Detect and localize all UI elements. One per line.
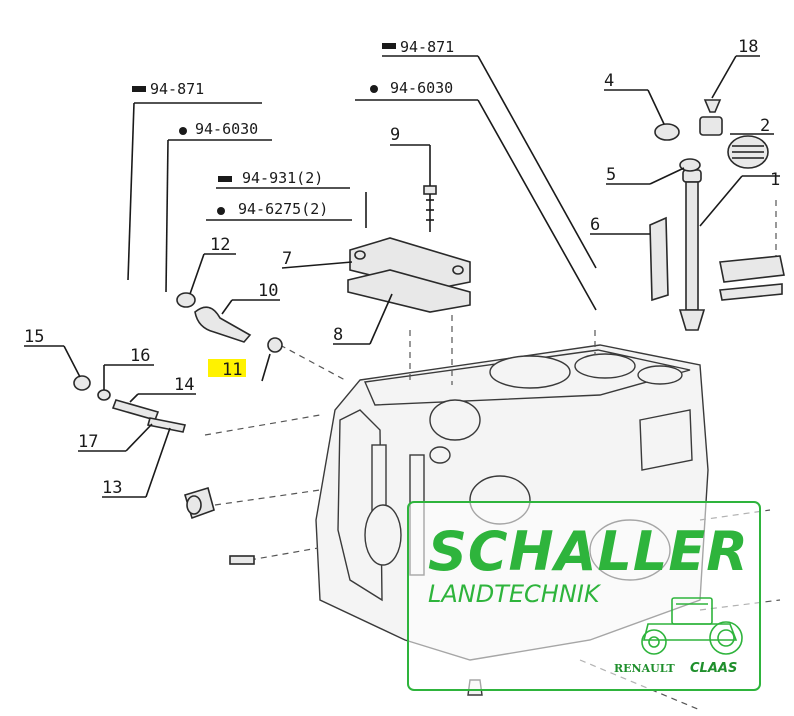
bolt-symbol: [218, 176, 232, 182]
part-label-4: 4: [604, 71, 614, 91]
part-label-18: 18: [738, 37, 758, 57]
part-label-15: 15: [24, 327, 44, 347]
part-label-17: 17: [78, 432, 98, 452]
part-label-5: 5: [606, 165, 616, 185]
watermark-subtitle: LANDTECHNIK: [428, 580, 602, 608]
part-5: [679, 158, 701, 172]
part-2-cap: [727, 135, 769, 169]
ref-washer-b: 94-6030: [390, 79, 453, 97]
bolt-symbol: [382, 43, 396, 49]
part-11-nut: [267, 337, 283, 353]
watermark-brand: SCHALLER: [428, 520, 749, 583]
washer-symbol: [370, 85, 378, 93]
part-12-washer: [176, 292, 196, 308]
part-label-1: 1: [770, 170, 780, 190]
part-17-rod: [146, 417, 187, 433]
part-label-2: 2: [760, 116, 770, 136]
part-label-13: 13: [102, 478, 122, 498]
part-15: [73, 375, 91, 391]
part-label-10: 10: [258, 281, 278, 301]
highlight-marker: [208, 359, 246, 377]
part-6: [649, 216, 669, 302]
bolt-9: [423, 185, 437, 232]
part-label-9: 9: [390, 125, 400, 145]
tractor-icon: [641, 597, 743, 655]
watermark-claas: CLAAS: [690, 661, 737, 676]
part-label-11: 11: [222, 360, 242, 380]
part-14-pin: [111, 399, 160, 421]
part-label-12: 12: [210, 235, 230, 255]
part-label-7: 7: [282, 249, 292, 269]
ref-washer-a: 94-6030: [195, 120, 258, 138]
ref-washer-c: 94-6275(2): [238, 200, 328, 218]
leader-lines: [24, 55, 780, 498]
right-bracket: [719, 255, 785, 301]
watermark-renault: RENAULT: [614, 662, 676, 675]
shaft-1: [678, 169, 706, 331]
washer-symbol: [217, 207, 225, 215]
part-18: [699, 99, 723, 136]
part-4: [654, 123, 680, 141]
ref-bolt-b: 94-871: [400, 38, 454, 56]
gasket: [347, 269, 471, 313]
part-label-8: 8: [333, 325, 343, 345]
stud: [229, 555, 255, 565]
part-label-6: 6: [590, 215, 600, 235]
part-10-lever: [194, 306, 252, 343]
part-label-16: 16: [130, 346, 150, 366]
ref-bolt-c: 94-931(2): [242, 169, 323, 187]
bolt-symbol: [132, 86, 146, 92]
ref-bolt-a: 94-871: [150, 80, 204, 98]
schaller-watermark: SCHALLER LANDTECHNIK RENAULT CLAAS: [407, 501, 761, 691]
part-16: [97, 389, 111, 401]
part-labels: 1 2 4 5 6 7 8 9 10 11 12 13 14 15 16 17 …: [24, 37, 780, 498]
reference-codes: 94-871 94-6030 94-871 94-6030 94-931(2) …: [132, 38, 454, 218]
washer-symbol: [179, 127, 187, 135]
part-label-14: 14: [174, 375, 194, 395]
bushing: [184, 486, 215, 520]
